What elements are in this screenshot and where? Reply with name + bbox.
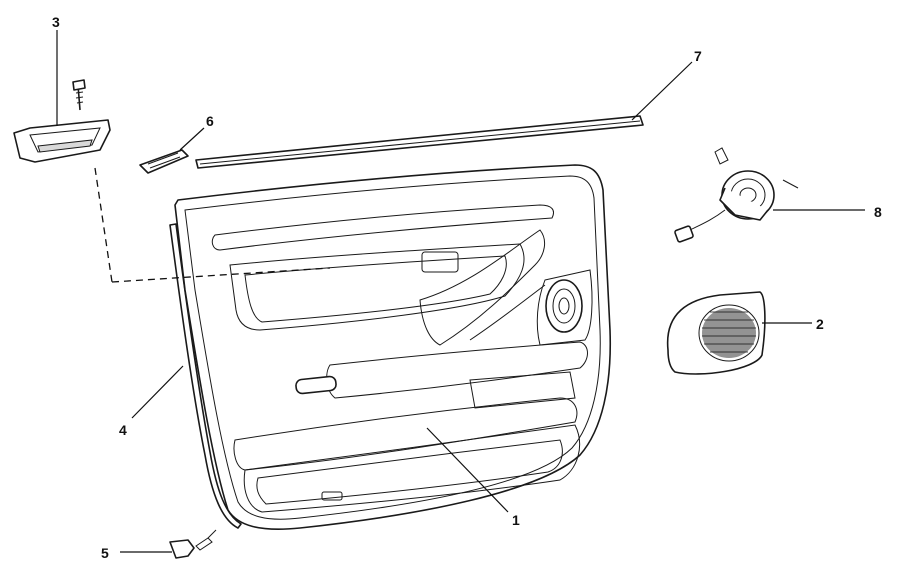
window-weatherstrip-icon [195,115,644,169]
door-trim-panel-icon [174,164,612,530]
callout-2: 2 [816,316,824,332]
callout-7: 7 [694,48,702,64]
speaker-icon [674,147,799,243]
callout-6: 6 [206,113,214,129]
switch-bezel-icon [139,149,189,174]
callout-1: 1 [512,512,520,528]
assembly-line [111,267,331,283]
leader-line-6 [179,127,205,151]
leader-line-7 [631,61,693,121]
callout-3: 3 [52,14,60,30]
trim-clip-icon [169,529,217,559]
callout-5: 5 [101,545,109,561]
callout-4: 4 [119,422,127,438]
assembly-line [94,167,113,283]
speaker-grille-icon [666,291,766,375]
door-seal-strip-icon [169,223,242,529]
callout-8: 8 [874,204,882,220]
screw-icon [72,79,86,111]
leader-line-1 [426,427,509,513]
door-pull-handle-icon [13,119,111,163]
leader-line-4 [131,365,184,419]
